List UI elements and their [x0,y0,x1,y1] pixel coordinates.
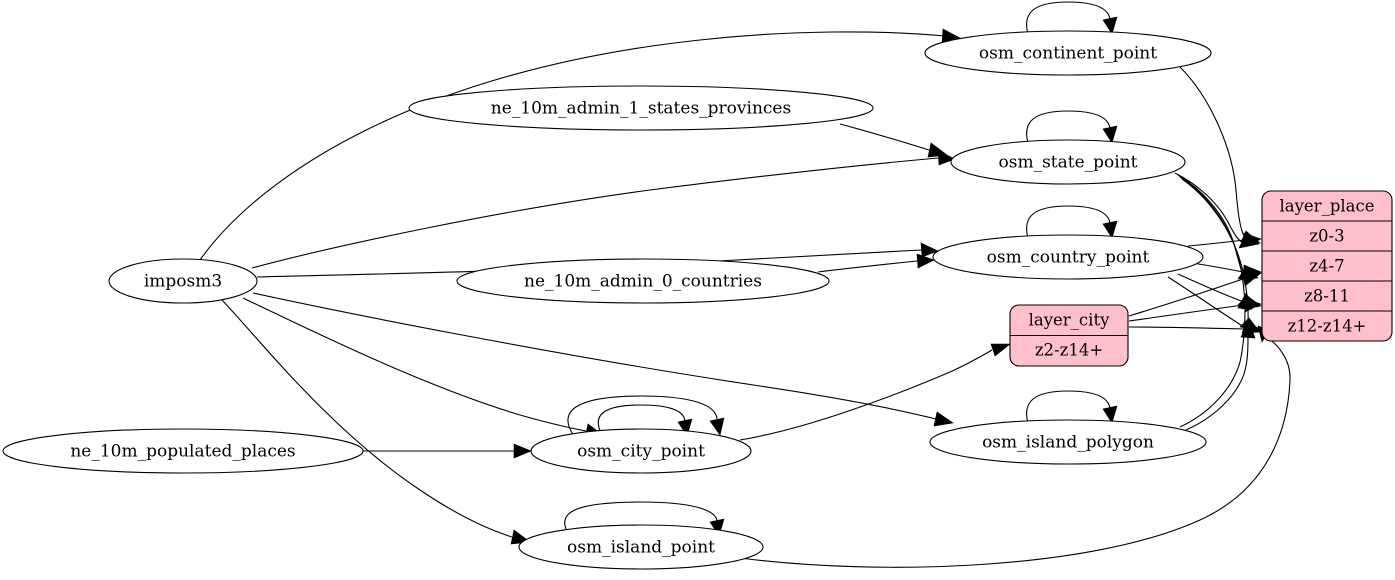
edge-ne_states-to-osm_state_point [839,123,948,158]
edge-ne_places-to-osm_city_point [363,443,532,459]
node-layer: imposm3 ne_10m_admin_1_states_provinces … [2,30,1393,570]
node-osm_country_point[interactable]: osm_country_point [932,234,1204,280]
edge-imposm3-to-osm_state_point [251,150,956,269]
layer_city-row-z2-z14[interactable]: z2-z14+ [1035,341,1103,360]
edge-imposm3-to-osm_city_point [242,297,605,439]
node-label-osm-continent-point: osm_continent_point [979,44,1157,64]
edge-osm_island_polygon-to-layer_place-z8-11 [1179,292,1253,428]
node-label-osm-state-point: osm_state_point [999,153,1138,173]
node-label-osm-island-polygon: osm_island_polygon [982,433,1154,453]
self-loop-osm_city_point-outer [567,395,725,437]
layer_place-row-z12-z14[interactable]: z12-z14+ [1288,317,1367,336]
self-loop-osm_city_point-inner [597,404,693,437]
edge-layer_city-to-layer_place-z12-z14 [1128,321,1262,337]
node-label-ne-states: ne_10m_admin_1_states_provinces [491,99,791,119]
node-osm_state_point[interactable]: osm_state_point [950,139,1186,185]
edge-ne_countries-to-osm_country_point [817,253,935,273]
node-layer_city[interactable]: layer_city z2-z14+ [1009,304,1129,367]
self-loop-osm_country_point [1026,205,1118,239]
node-ne_10m_populated_places[interactable]: ne_10m_populated_places [2,428,364,474]
edge-imposm3-to-osm_island_point [221,299,531,545]
self-loop-osm_island_polygon [1026,390,1118,424]
layer_city-row-header: layer_city [1029,311,1110,330]
node-label-osm-island-point: osm_island_point [567,538,715,558]
node-label-ne-places: ne_10m_populated_places [70,442,295,462]
layer_place-row-z4-7[interactable]: z4-7 [1309,257,1344,276]
layer_place-row-z8-11[interactable]: z8-11 [1304,287,1350,306]
self-loop-osm_continent_point [1026,1,1118,35]
node-label-imposm3: imposm3 [144,272,222,292]
edge-imposm3-to-osm_continent_point [199,28,961,261]
node-osm_island_point[interactable]: osm_island_point [518,524,764,570]
layer_place-row-z0-3[interactable]: z0-3 [1309,227,1344,246]
node-ne_10m_admin_0_countries[interactable]: ne_10m_admin_0_countries [456,258,830,304]
edge-imposm3-to-osm_island_polygon [252,292,954,427]
edge-osm_island_polygon-to-layer_place-z12-z14 [1185,320,1256,431]
edge-layer [199,1,1291,568]
edge-layer_city-to-layer_place-z4-7 [1128,271,1262,317]
node-ne_10m_admin_1_states_provinces[interactable]: ne_10m_admin_1_states_provinces [408,85,874,131]
node-label-osm-city-point: osm_city_point [577,442,705,462]
node-label-ne-countries: ne_10m_admin_0_countries [524,272,762,292]
self-loop-osm_state_point [1026,110,1118,144]
node-osm_continent_point[interactable]: osm_continent_point [924,30,1212,76]
edge-layer_city-to-layer_place-z8-11 [1128,297,1262,322]
node-label-osm-country-point: osm_country_point [987,248,1150,268]
edge-osm_city_point-to-layer_city [739,343,1011,441]
node-osm_island_polygon[interactable]: osm_island_polygon [929,419,1207,465]
node-layer_place[interactable]: layer_place z0-3 z4-7 z8-11 z12-z14+ [1261,190,1393,342]
edge-osm_country_point-to-layer_place-z0-3 [1187,232,1262,248]
node-imposm3[interactable]: imposm3 [108,258,258,304]
node-osm_city_point[interactable]: osm_city_point [530,428,752,474]
layer_place-row-header: layer_place [1279,197,1374,216]
